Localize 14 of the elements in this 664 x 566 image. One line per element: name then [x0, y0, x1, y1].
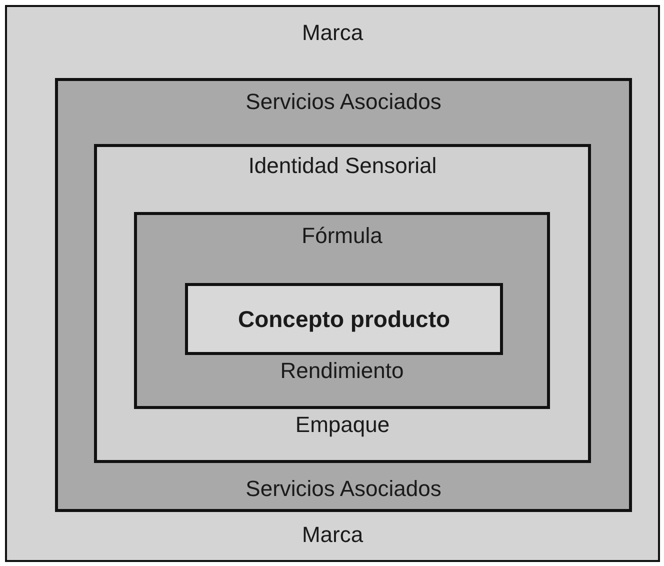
box-label: Fórmula — [302, 223, 382, 249]
box-label: Concepto producto — [238, 306, 450, 332]
box-label: Servicios Asociados — [246, 476, 442, 502]
box-label: Servicios Asociados — [246, 89, 442, 115]
box-label: Marca — [302, 20, 364, 46]
box-label: Marca — [302, 522, 364, 548]
nested-box — [134, 212, 550, 409]
nested-box — [5, 5, 660, 562]
box-label: Identidad Sensorial — [248, 153, 437, 179]
box-label: Empaque — [295, 412, 390, 438]
nested-box — [94, 144, 591, 463]
nested-box — [55, 78, 632, 512]
box-label: Rendimiento — [280, 358, 404, 384]
nested-box — [185, 283, 503, 355]
